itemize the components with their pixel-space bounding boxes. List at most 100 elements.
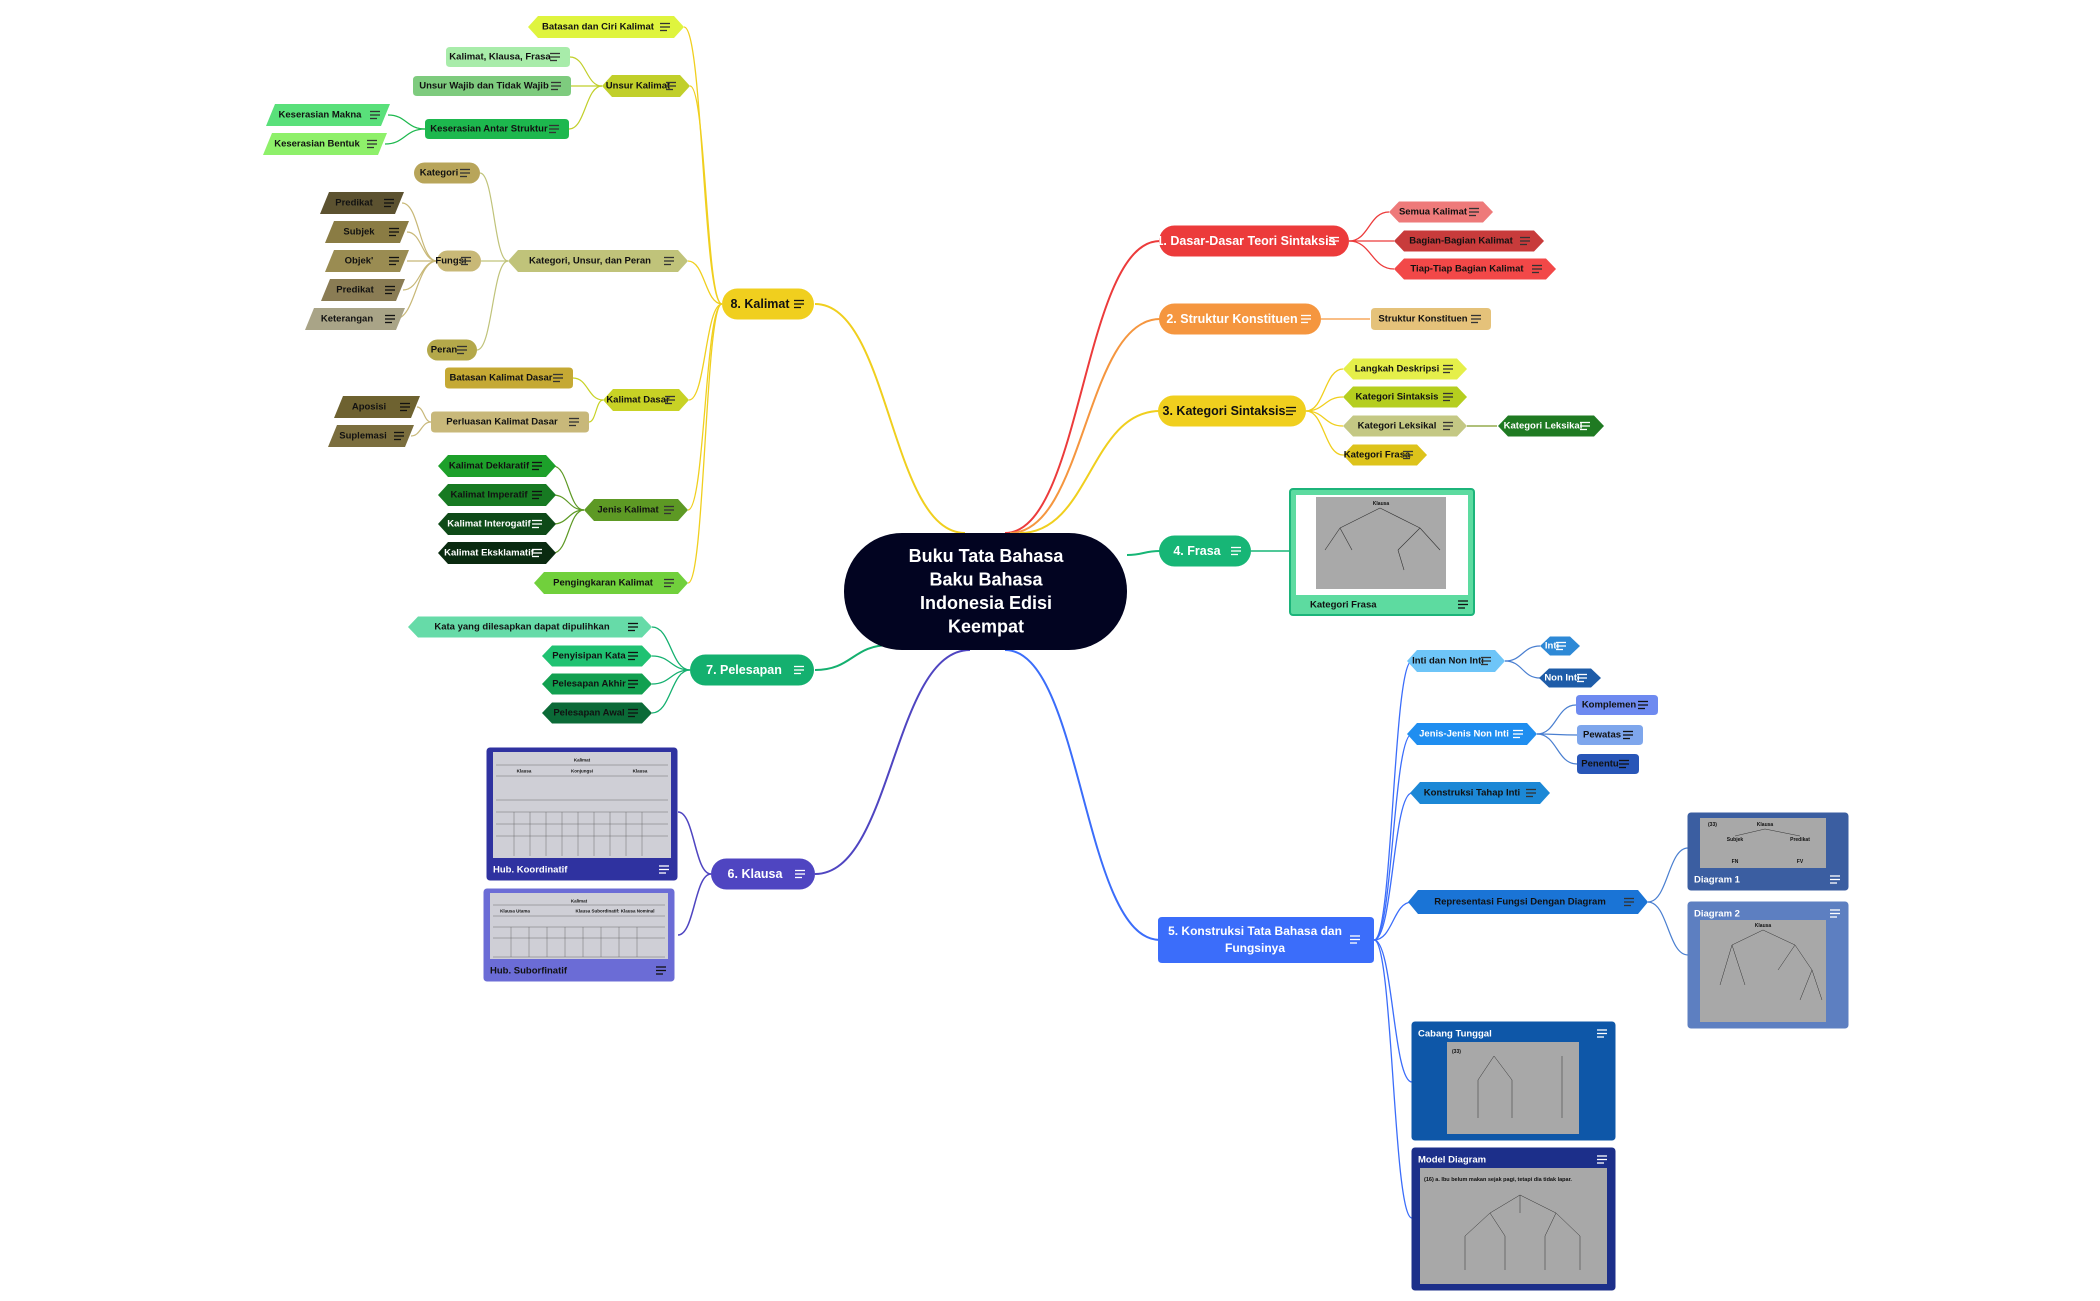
branch-b8[interactable]: 8. Kalimat <box>722 288 814 320</box>
notes-icon[interactable] <box>553 373 563 383</box>
notes-icon[interactable] <box>1458 600 1468 609</box>
b5-inti[interactable]: Inti dan Non Inti <box>1407 650 1505 672</box>
b7-child-3[interactable]: Pelesapan Awal <box>542 702 652 724</box>
b8-unsur-sub-0[interactable]: Kalimat, Klausa, Frasa <box>446 47 570 67</box>
notes-icon[interactable] <box>665 395 675 405</box>
notes-icon[interactable] <box>551 81 561 91</box>
b8-jenis-sub-3[interactable]: Kalimat Eksklamatif <box>438 542 556 564</box>
b8-fungsi-sub-1[interactable]: Subjek <box>325 221 409 243</box>
branch-b3[interactable]: 3. Kategori Sintaksis <box>1158 395 1306 427</box>
notes-icon[interactable] <box>1231 546 1241 556</box>
b8-batasan[interactable]: Batasan dan Ciri Kalimat <box>528 16 684 38</box>
b8-jenis[interactable]: Jenis Kalimat <box>584 499 688 521</box>
b8-unsur[interactable]: Unsur Kalimat <box>602 75 690 97</box>
notes-icon[interactable] <box>664 505 674 515</box>
b8-keserasian-sub-1[interactable]: Keserasian Bentuk <box>263 133 387 155</box>
notes-icon[interactable] <box>1597 1029 1607 1038</box>
notes-icon[interactable] <box>1403 450 1413 460</box>
notes-icon[interactable] <box>389 256 399 266</box>
branch-b1[interactable]: 1. Dasar-Dasar Teori Sintaksis <box>1156 225 1349 257</box>
b8-unsur-sub-1[interactable]: Unsur Wajib dan Tidak Wajib <box>413 76 571 96</box>
b5-jenis[interactable]: Jenis-Jenis Non Inti <box>1407 723 1537 745</box>
notes-icon[interactable] <box>656 966 666 975</box>
notes-icon[interactable] <box>532 519 542 529</box>
notes-icon[interactable] <box>1443 364 1453 374</box>
notes-icon[interactable] <box>1350 935 1360 944</box>
b7-child-1[interactable]: Penyisipan Kata <box>542 645 652 667</box>
b8-jenis-sub-2[interactable]: Kalimat Interogatif <box>438 513 556 535</box>
branch-b2[interactable]: 2. Struktur Konstituen <box>1159 303 1321 335</box>
notes-icon[interactable] <box>385 285 395 295</box>
notes-icon[interactable] <box>1830 875 1840 884</box>
notes-icon[interactable] <box>1286 406 1296 416</box>
notes-icon[interactable] <box>1301 314 1311 324</box>
b8-dasar-sub-0[interactable]: Batasan Kalimat Dasar <box>445 367 573 389</box>
notes-icon[interactable] <box>1556 641 1566 651</box>
branch-b4[interactable]: 4. Frasa <box>1159 535 1251 567</box>
b5-jenis-sub-0[interactable]: Komplemen <box>1576 695 1658 715</box>
b8-fungsi-sub-0[interactable]: Predikat <box>320 192 404 214</box>
b8-perluasan-sub-0[interactable]: Aposisi <box>334 396 420 418</box>
b8-jenis-sub-1[interactable]: Kalimat Imperatif <box>438 484 556 506</box>
notes-icon[interactable] <box>1532 264 1542 274</box>
cabang-tunggal-card[interactable]: Cabang Tunggal(33) <box>1411 1021 1616 1141</box>
notes-icon[interactable] <box>795 869 805 879</box>
notes-icon[interactable] <box>1471 314 1481 324</box>
b5-inti-sub-1[interactable]: Non Inti <box>1539 668 1601 688</box>
notes-icon[interactable] <box>461 256 471 266</box>
b1-child-2[interactable]: Tiap-Tiap Bagian Kalimat <box>1394 258 1556 280</box>
b8-kategori-sub-0[interactable]: Kategori <box>414 162 480 184</box>
notes-icon[interactable] <box>794 665 804 675</box>
b3-child-2[interactable]: Kategori Leksikal <box>1343 415 1467 437</box>
notes-icon[interactable] <box>549 124 559 134</box>
b3-child-0[interactable]: Langkah Deskripsi <box>1343 358 1467 380</box>
notes-icon[interactable] <box>1481 656 1491 666</box>
notes-icon[interactable] <box>1624 897 1634 907</box>
notes-icon[interactable] <box>1577 673 1587 683</box>
b5-inti-sub-0[interactable]: Inti <box>1540 636 1580 656</box>
notes-icon[interactable] <box>394 431 404 441</box>
b5-representasi[interactable]: Representasi Fungsi Dengan Diagram <box>1408 890 1648 914</box>
notes-icon[interactable] <box>628 679 638 689</box>
b8-pengingkaran[interactable]: Pengingkaran Kalimat <box>534 572 688 594</box>
notes-icon[interactable] <box>659 865 669 874</box>
b5-konstruksi[interactable]: Konstruksi Tahap Inti <box>1410 782 1550 804</box>
notes-icon[interactable] <box>370 110 380 120</box>
notes-icon[interactable] <box>532 490 542 500</box>
b8-dasar-sub-1[interactable]: Perluasan Kalimat Dasar <box>431 411 589 433</box>
notes-icon[interactable] <box>1443 421 1453 431</box>
b1-child-1[interactable]: Bagian-Bagian Kalimat <box>1394 230 1544 252</box>
notes-icon[interactable] <box>660 22 670 32</box>
notes-icon[interactable] <box>550 52 560 62</box>
b8-fungsi-sub-2[interactable]: Objek' <box>325 250 409 272</box>
b8-kategori-sub-2[interactable]: Peran <box>427 339 478 361</box>
b5-jenis-sub-2[interactable]: Penentu <box>1577 754 1639 774</box>
notes-icon[interactable] <box>1513 729 1523 739</box>
notes-icon[interactable] <box>666 81 676 91</box>
b2-child-0[interactable]: Struktur Konstituen <box>1371 308 1491 330</box>
b8-perluasan-sub-1[interactable]: Suplemasi <box>328 425 414 447</box>
b8-jenis-sub-0[interactable]: Kalimat Deklaratif <box>438 455 556 477</box>
b7-child-2[interactable]: Pelesapan Akhir <box>542 673 652 695</box>
branch-b6[interactable]: 6. Klausa <box>711 858 815 890</box>
notes-icon[interactable] <box>1520 236 1530 246</box>
notes-icon[interactable] <box>367 139 377 149</box>
notes-icon[interactable] <box>532 461 542 471</box>
b8-keserasian-sub-0[interactable]: Keserasian Makna <box>266 104 390 126</box>
notes-icon[interactable] <box>664 256 674 266</box>
notes-icon[interactable] <box>1619 759 1629 769</box>
b1-child-0[interactable]: Semua Kalimat <box>1389 201 1493 223</box>
b8-kategori[interactable]: Kategori, Unsur, dan Peran <box>508 250 688 272</box>
model-diagram-card[interactable]: Model Diagram(16) a. Ibu belum makan sej… <box>1411 1147 1616 1291</box>
b8-fungsi-sub-3[interactable]: Predikat <box>321 279 405 301</box>
notes-icon[interactable] <box>628 708 638 718</box>
notes-icon[interactable] <box>1443 392 1453 402</box>
notes-icon[interactable] <box>628 622 638 632</box>
